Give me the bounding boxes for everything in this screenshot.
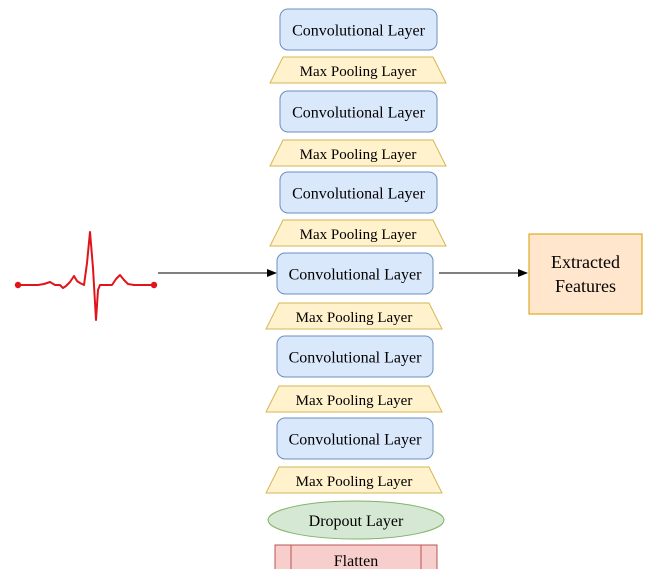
max-pooling-trapezoid xyxy=(265,385,443,413)
flatten-layer-label: Flatten xyxy=(334,553,378,569)
extracted-features-label-line1: Extracted xyxy=(551,252,620,272)
pool-layer-12: Max Pooling Layer xyxy=(265,466,443,494)
flatten-layer-14: Flatten xyxy=(274,544,438,574)
conv-layer-7: Convolutional Layer xyxy=(276,252,434,295)
conv-layer-9: Convolutional Layer xyxy=(276,335,434,378)
convolutional-layer-box xyxy=(279,8,438,51)
convolutional-layer-box xyxy=(276,252,434,295)
conv-layer-label: Convolutional Layer xyxy=(292,186,426,203)
pool-layer-label: Max Pooling Layer xyxy=(300,227,417,243)
convolutional-layer-box xyxy=(276,335,434,378)
ecg-signal-icon xyxy=(14,231,158,321)
conv-layer-label: Convolutional Layer xyxy=(292,105,426,122)
conv-layer-label: Convolutional Layer xyxy=(289,350,423,367)
convolutional-layer-box xyxy=(276,417,434,460)
convolutional-layer-box xyxy=(279,90,438,133)
pool-layer-label: Max Pooling Layer xyxy=(300,64,417,80)
pool-layer-8: Max Pooling Layer xyxy=(265,302,443,330)
pool-layer-10: Max Pooling Layer xyxy=(265,385,443,413)
max-pooling-trapezoid xyxy=(265,302,443,330)
signal-start-dot xyxy=(14,281,22,289)
dropout-ellipse xyxy=(267,500,445,540)
pool-layer-2: Max Pooling Layer xyxy=(269,56,447,84)
dropout-layer-label: Dropout Layer xyxy=(309,513,404,530)
pool-layer-label: Max Pooling Layer xyxy=(296,474,413,490)
max-pooling-trapezoid xyxy=(269,139,447,167)
conv-layer-5: Convolutional Layer xyxy=(279,171,438,214)
extracted-features-box: Extracted Features xyxy=(528,233,643,315)
max-pooling-trapezoid xyxy=(269,219,447,247)
convolutional-layer-box xyxy=(279,171,438,214)
pool-layer-6: Max Pooling Layer xyxy=(269,219,447,247)
conv-layer-label: Convolutional Layer xyxy=(289,267,423,284)
pool-layer-4: Max Pooling Layer xyxy=(269,139,447,167)
pool-layer-label: Max Pooling Layer xyxy=(300,147,417,163)
conv-layer-label: Convolutional Layer xyxy=(292,23,426,40)
pool-layer-label: Max Pooling Layer xyxy=(296,393,413,409)
max-pooling-trapezoid xyxy=(269,56,447,84)
signal-end-dot xyxy=(150,281,158,289)
max-pooling-trapezoid xyxy=(265,466,443,494)
conv-layer-label: Convolutional Layer xyxy=(289,432,423,449)
conv-layer-3: Convolutional Layer xyxy=(279,90,438,133)
extracted-features-label-line2: Features xyxy=(555,276,616,296)
conv-layer-11: Convolutional Layer xyxy=(276,417,434,460)
pool-layer-label: Max Pooling Layer xyxy=(296,310,413,326)
conv-layer-1: Convolutional Layer xyxy=(279,8,438,51)
dropout-layer-13: Dropout Layer xyxy=(267,500,445,540)
